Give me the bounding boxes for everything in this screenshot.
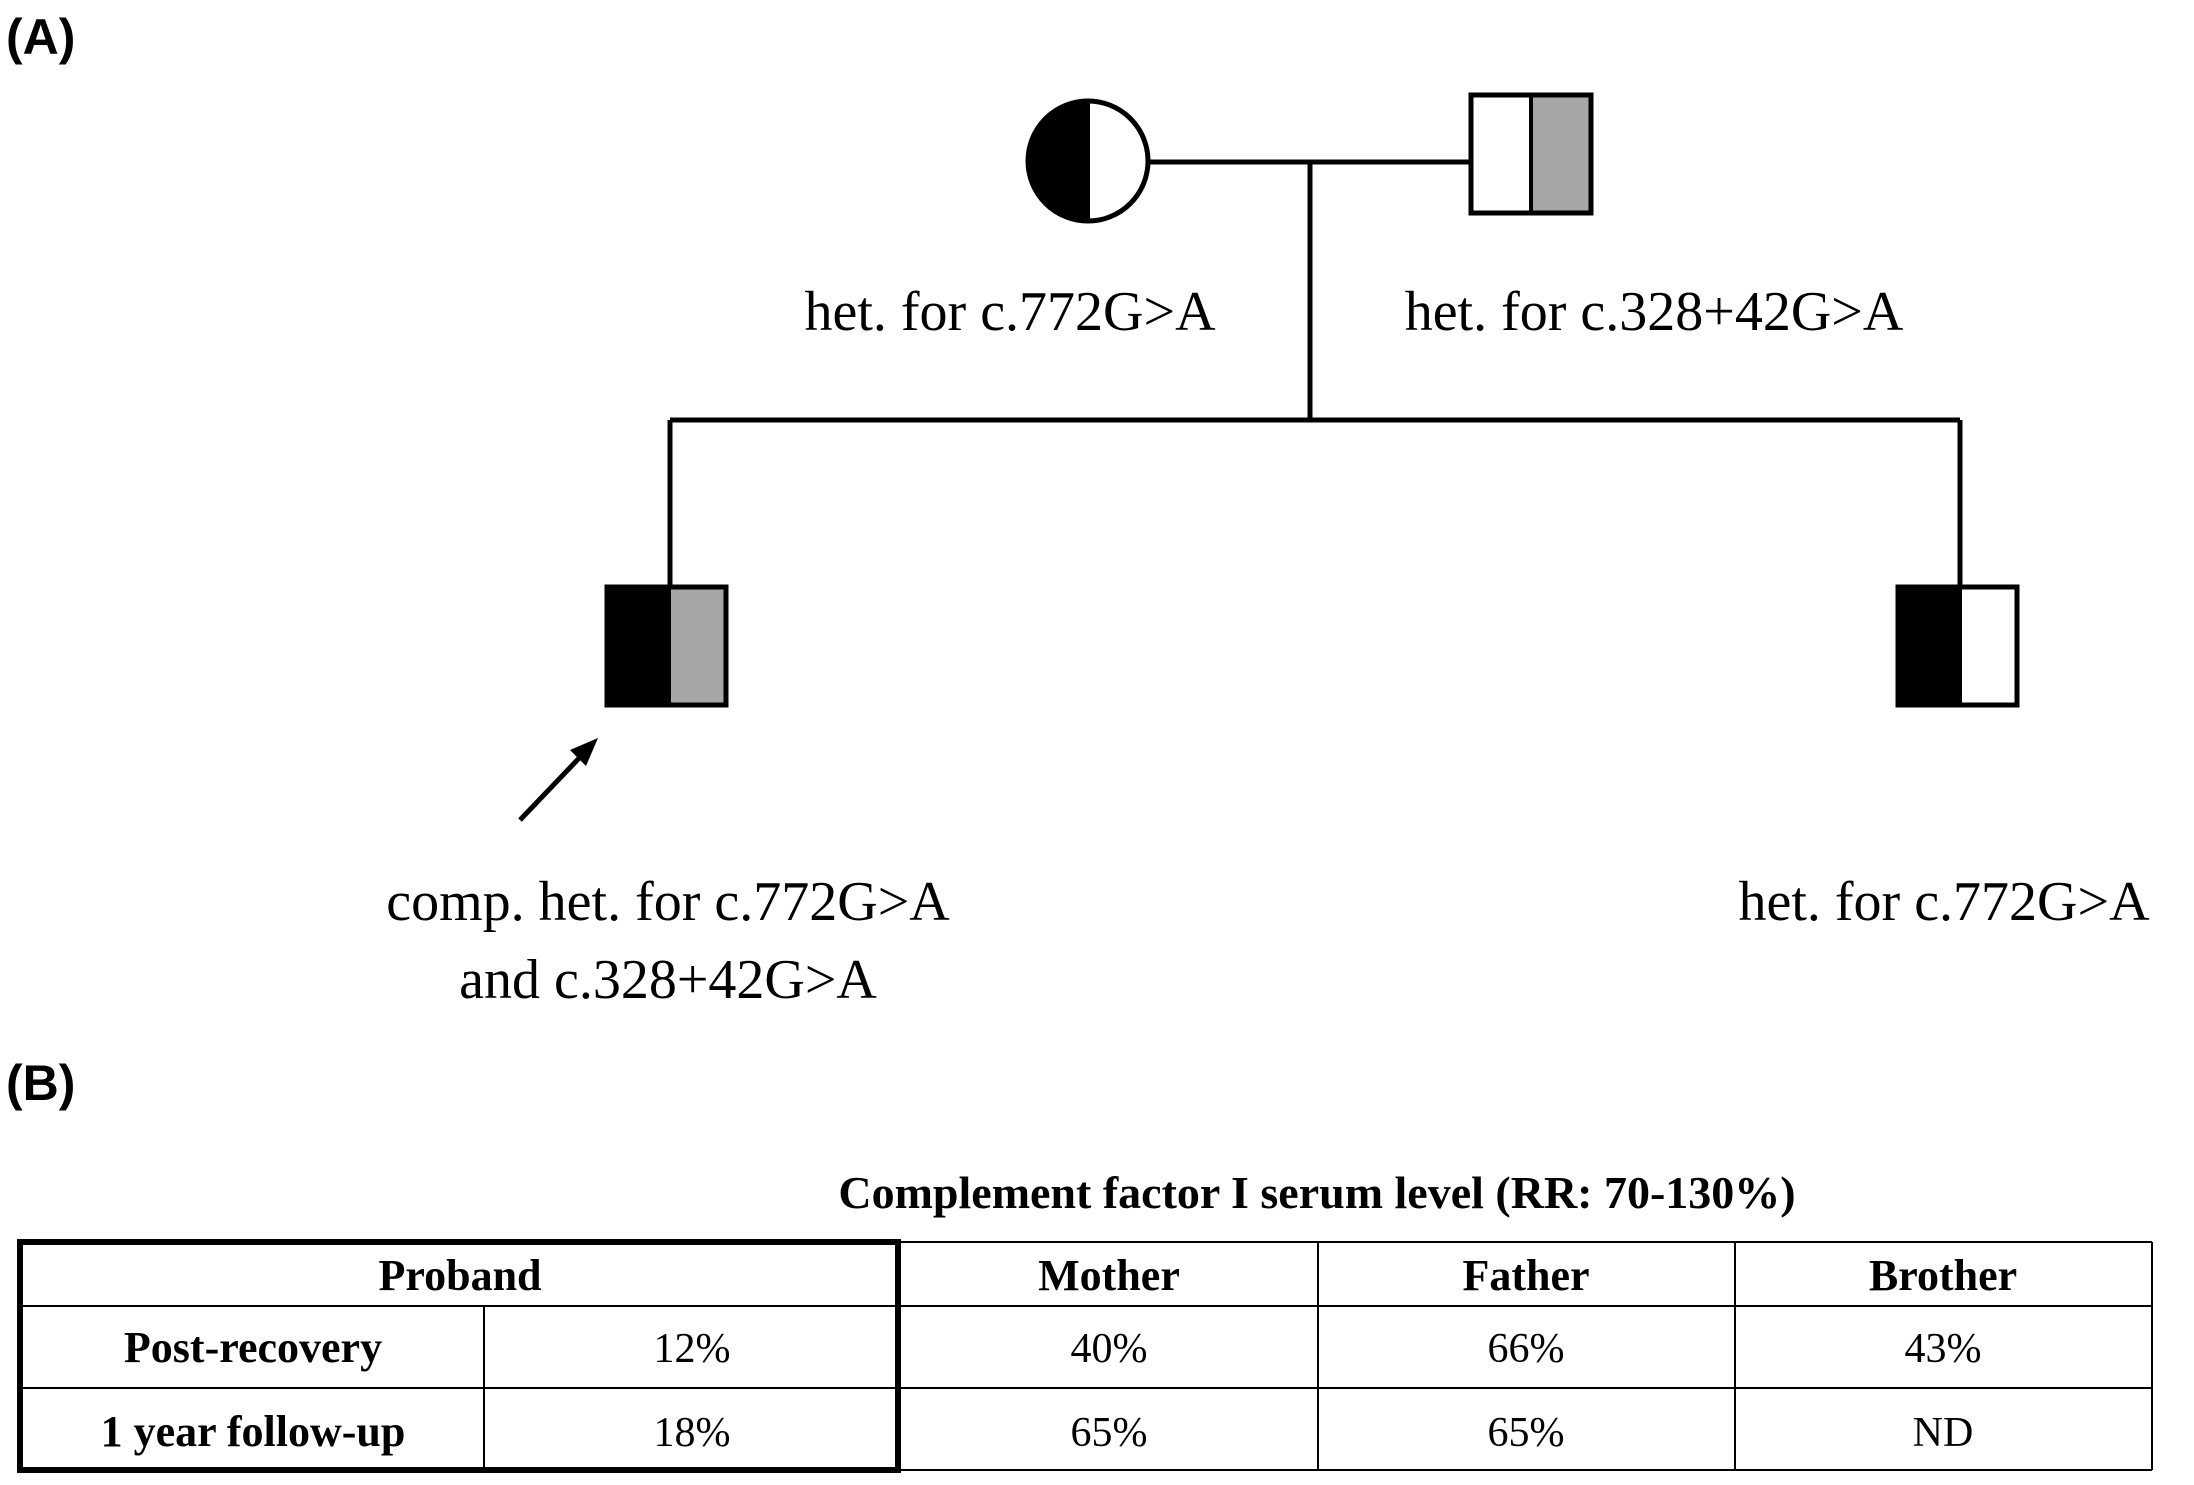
father-symbol [1468,92,1594,216]
proband-genotype-line2: and c.328+42G>A [459,949,877,1011]
proband-arrow-icon [518,738,598,822]
panel-b-label: (B) [6,1055,76,1111]
serum-level-table: Complement factor I serum level (RR: 70-… [17,1167,2153,1473]
panel-a-label: (A) [6,9,76,65]
mother-genotype: het. for c.772G>A [804,281,1216,343]
header-mother: Mother [1038,1251,1180,1300]
cell-mother-follow-up: 65% [1071,1410,1148,1456]
proband-symbol [604,584,729,708]
proband-allele-b-fill [669,587,726,705]
row-label-follow-up: 1 year follow-up [101,1407,406,1456]
father-genotype: het. for c.328+42G>A [1405,281,1904,343]
proband-column-box [17,1239,901,1473]
proband-outline [604,584,729,708]
mother-normal-fill [1088,101,1148,221]
header-father: Father [1462,1251,1589,1300]
cell-proband-post-recovery: 12% [654,1326,731,1372]
brother-normal-fill [1960,587,2017,705]
cell-brother-post-recovery: 43% [1905,1326,1982,1372]
father-normal-fill [1471,95,1531,213]
mother-symbol [1025,98,1151,224]
cell-father-follow-up: 65% [1488,1410,1565,1456]
father-allele-b-fill [1531,95,1591,213]
mother-allele-a-fill [1028,101,1088,221]
proband-genotype-line1: comp. het. for c.772G>A [386,871,950,933]
cell-brother-follow-up: ND [1913,1410,1974,1456]
cell-proband-follow-up: 18% [654,1410,731,1456]
cell-mother-post-recovery: 40% [1071,1326,1148,1372]
brother-outline [1895,584,2020,708]
header-proband: Proband [378,1251,541,1300]
brother-symbol [1895,584,2020,708]
brother-allele-a-fill [1898,587,1960,705]
table-title: Complement factor I serum level (RR: 70-… [838,1167,1795,1218]
proband-allele-a-fill [607,587,669,705]
brother-genotype: het. for c.772G>A [1738,871,2150,933]
row-label-post-recovery: Post-recovery [124,1323,382,1372]
header-brother: Brother [1869,1251,2017,1300]
cell-father-post-recovery: 66% [1488,1326,1565,1372]
